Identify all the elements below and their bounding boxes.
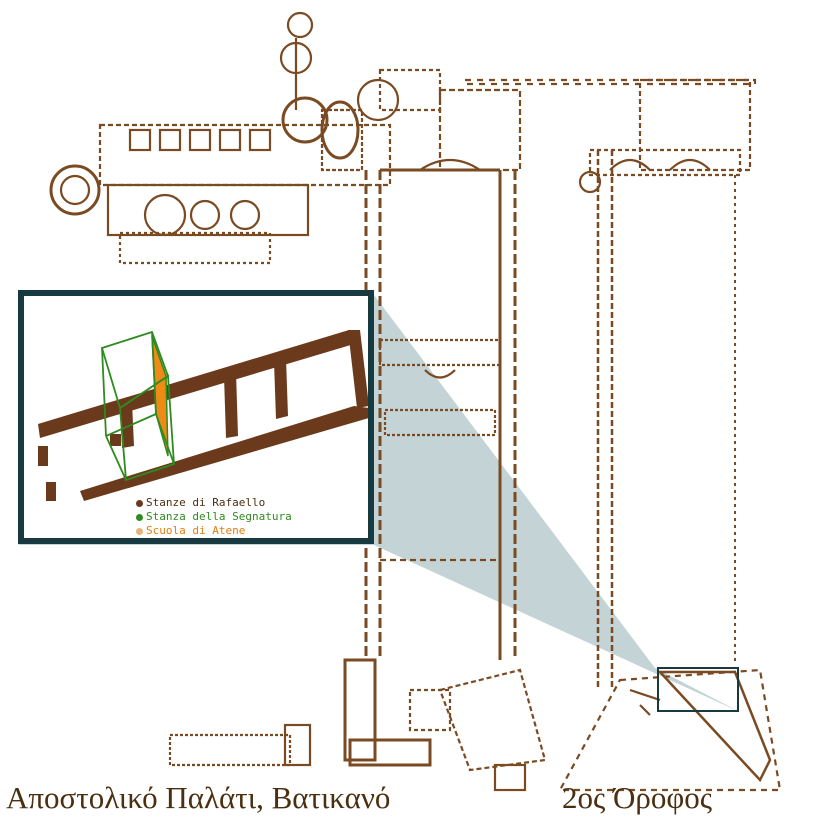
floor-caption: 2ος Όροφος [562, 780, 713, 815]
legend-swatch [136, 527, 143, 535]
legend-label: Stanze di Rafaello [146, 496, 266, 509]
palace-floor-plan [49, 11, 782, 792]
legend-item: Stanze di Rafaello [136, 496, 292, 510]
south-wing [168, 658, 782, 792]
highlight-box [657, 667, 739, 712]
inset-plan [38, 330, 368, 501]
legend-item: Scuola di Atene [136, 524, 292, 538]
palace-caption: Αποστολικό Παλάτι, Βατικανό [6, 780, 391, 815]
legend-swatch [136, 499, 143, 507]
zoom-projection [18, 295, 740, 712]
stanza-della-segnatura-box [100, 330, 175, 482]
east-corridor [596, 150, 736, 690]
legend-item: Stanza della Segnatura [136, 510, 292, 524]
legend-swatch [136, 513, 143, 521]
inset-walls [38, 330, 368, 501]
legend-label: Scuola di Atene [146, 524, 246, 537]
north-wing [49, 11, 757, 265]
west-corridor [364, 168, 517, 660]
legend-label: Stanza della Segnatura [146, 510, 292, 523]
